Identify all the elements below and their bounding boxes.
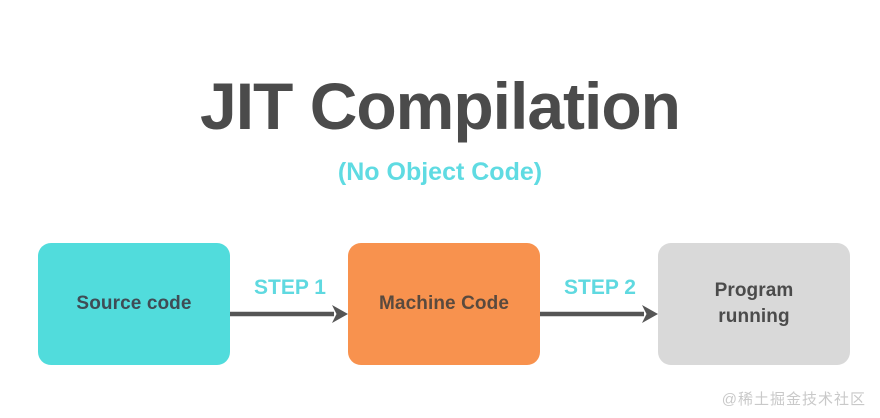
page-subtitle: (No Object Code) [337, 158, 543, 186]
flow-connector-step-2: STEP 2 [540, 276, 660, 326]
arrow-right-icon [230, 305, 348, 323]
flow-node-label-line-1: Program [714, 280, 794, 301]
watermark: @稀土掘金技术社区 [721, 391, 866, 408]
flow-connector-label: STEP 2 [564, 276, 636, 299]
arrow-right-icon [540, 305, 658, 323]
flow-node-machine-code: Machine Code [348, 243, 540, 365]
flow-node-label: Machine Code [379, 293, 509, 314]
flow-node-program-running: Program running [658, 243, 850, 365]
flow-node-label-line-2: running [718, 306, 790, 327]
flow-connector-label: STEP 1 [254, 276, 326, 299]
flow-node-label: Source code [76, 293, 192, 314]
page-title: JIT Compilation [200, 69, 681, 143]
flow-node-source-code: Source code [38, 243, 230, 365]
flow-node-label: Program running [715, 278, 794, 330]
flow-connector-step-1: STEP 1 [230, 276, 350, 326]
